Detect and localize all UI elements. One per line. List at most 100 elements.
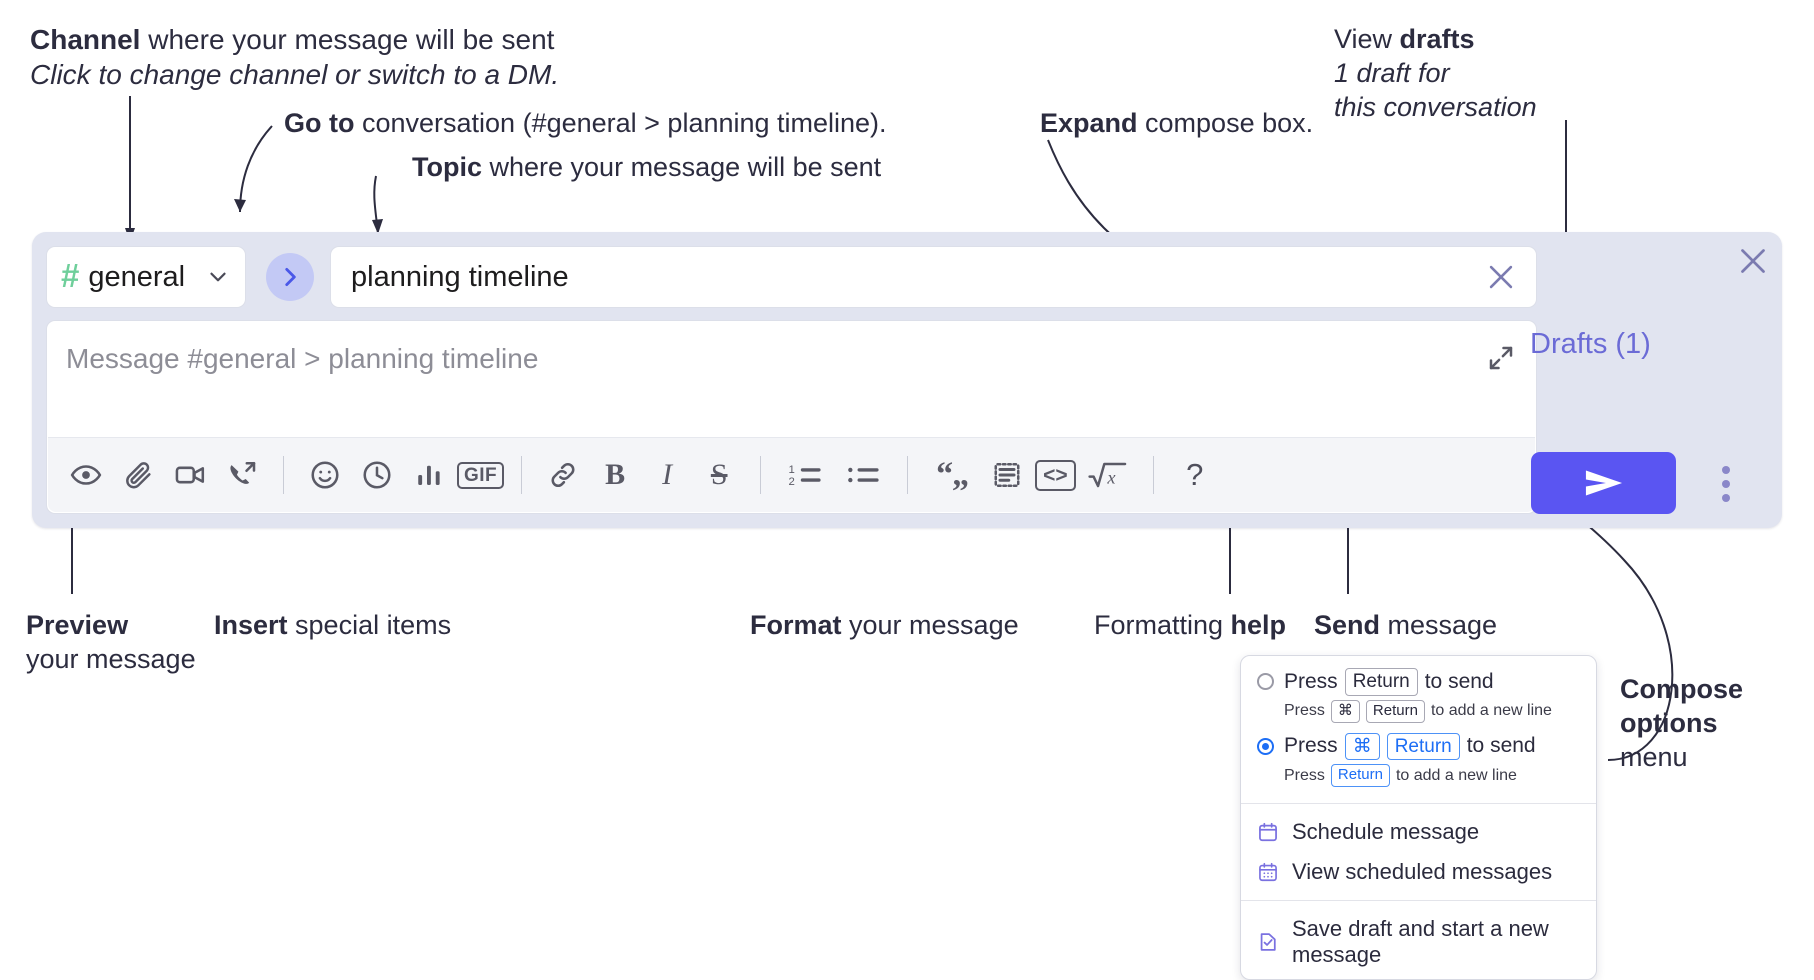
- send-option-command-return[interactable]: Press ⌘ Return to send: [1241, 731, 1596, 763]
- annotation-compose-options-line2: options: [1620, 708, 1718, 739]
- clock-icon[interactable]: [353, 451, 401, 499]
- code-icon[interactable]: <>: [1035, 451, 1076, 499]
- goto-conversation-button[interactable]: [266, 253, 314, 301]
- link-icon[interactable]: [539, 451, 587, 499]
- bold-icon[interactable]: B: [591, 451, 639, 499]
- expand-compose-icon[interactable]: [1480, 337, 1522, 379]
- blockquote-icon[interactable]: “„: [936, 456, 969, 493]
- annotation-send-rest: message: [1380, 610, 1498, 640]
- annotation-insert: Insert special items: [214, 608, 451, 642]
- preview-eye-icon[interactable]: [62, 451, 110, 499]
- menu-item-save-draft[interactable]: Save draft and start a new message: [1241, 909, 1596, 975]
- math-icon[interactable]: x: [1080, 451, 1136, 499]
- toolbar-divider: [283, 456, 284, 494]
- annotation-expand: Expand compose box.: [1040, 106, 1313, 140]
- annotation-preview-line2: your message: [26, 644, 196, 675]
- key-return: Return: [1344, 668, 1418, 696]
- compose-options-menu-button[interactable]: [1706, 460, 1746, 508]
- toolbar-divider: [521, 456, 523, 494]
- annotation-drafts-plain: View: [1334, 24, 1400, 54]
- annotation-format-rest: your message: [841, 610, 1019, 640]
- code-label: <>: [1035, 459, 1076, 491]
- menu-item-schedule-message[interactable]: Schedule message: [1241, 812, 1596, 852]
- menu-divider: [1241, 900, 1596, 901]
- bulleted-list-icon[interactable]: [836, 451, 890, 499]
- option-return-sub-prefix: Press: [1284, 702, 1325, 720]
- svg-text:2: 2: [789, 476, 795, 488]
- annotation-drafts-bold: drafts: [1399, 24, 1475, 54]
- annotation-channel-rest: where your message will be sent: [140, 24, 555, 55]
- emoji-icon[interactable]: [301, 451, 349, 499]
- video-camera-icon[interactable]: [166, 451, 214, 499]
- channel-selector[interactable]: # general: [46, 246, 246, 308]
- toolbar-divider: [907, 456, 909, 494]
- key-command: ⌘: [1330, 699, 1360, 723]
- key-return: Return: [1330, 764, 1390, 787]
- poll-bars-icon[interactable]: [405, 451, 453, 499]
- annotation-help-bold: help: [1230, 610, 1287, 640]
- italic-label: I: [662, 458, 673, 491]
- dot: [1722, 494, 1730, 502]
- key-return: Return: [1365, 699, 1425, 723]
- option-cmd-sub-suffix: to add a new line: [1395, 766, 1517, 784]
- italic-icon[interactable]: I: [643, 451, 691, 499]
- close-icon[interactable]: [1478, 254, 1524, 300]
- annotation-goto-rest: conversation (#general > planning timeli…: [354, 108, 887, 138]
- send-option-command-return-sub: Press Return to add a new line: [1241, 762, 1596, 795]
- attachment-paperclip-icon[interactable]: [114, 451, 162, 499]
- annotation-goto-bold: Go to: [284, 108, 355, 138]
- calendar-grid-icon: [1257, 861, 1279, 883]
- gif-label: GIF: [457, 461, 505, 489]
- option-return-prefix: Press: [1284, 669, 1338, 693]
- help-icon[interactable]: ?: [1171, 451, 1219, 499]
- send-button[interactable]: [1531, 452, 1676, 514]
- key-command: ⌘: [1344, 732, 1380, 761]
- message-placeholder: Message #general > planning timeline: [66, 343, 539, 374]
- annotation-help: Formatting help: [1094, 608, 1286, 642]
- send-option-return[interactable]: Press Return to send: [1241, 666, 1596, 698]
- compose-inner: # general planning timeline Message #gen…: [46, 246, 1537, 514]
- compose-header-row: # general planning timeline: [46, 246, 1537, 308]
- audio-clip-icon[interactable]: [218, 451, 266, 499]
- strikethrough-icon[interactable]: S: [695, 451, 743, 499]
- annotation-format: Format your message: [750, 608, 1019, 642]
- menu-item-label: Schedule message: [1292, 819, 1480, 844]
- menu-divider: [1241, 803, 1596, 804]
- annotation-topic-bold: Topic: [412, 152, 482, 182]
- chevron-right-icon: [277, 264, 303, 290]
- annotation-expand-rest: compose box.: [1137, 108, 1314, 138]
- annotation-channel-bold: Channel: [30, 24, 141, 55]
- annotation-send: Send message: [1314, 608, 1497, 642]
- annotation-help-plain: Formatting: [1094, 610, 1231, 640]
- calendar-icon: [1257, 821, 1279, 843]
- close-compose-icon[interactable]: [1730, 238, 1776, 284]
- toolbar-divider: [1152, 456, 1154, 494]
- option-cmd-prefix: Press: [1284, 734, 1338, 758]
- menu-item-view-scheduled-messages[interactable]: View scheduled messages: [1241, 852, 1596, 892]
- hash-icon: #: [61, 257, 80, 294]
- radio-selected-icon[interactable]: [1257, 737, 1274, 755]
- message-input-box[interactable]: Message #general > planning timeline: [46, 320, 1537, 514]
- option-return-suffix: to send: [1424, 669, 1494, 693]
- option-cmd-sub-prefix: Press: [1284, 766, 1325, 784]
- code-block-icon[interactable]: [983, 451, 1031, 499]
- topic-value: planning timeline: [351, 260, 569, 293]
- annotation-channel: Channel where your message will be sent …: [30, 22, 559, 93]
- help-label: ?: [1186, 457, 1204, 492]
- drafts-link[interactable]: Drafts (1): [1530, 328, 1651, 360]
- menu-item-label: Save draft and start a new message: [1292, 916, 1549, 967]
- gif-icon[interactable]: GIF: [457, 451, 505, 499]
- annotation-drafts: View drafts 1 draft for this conversatio…: [1334, 22, 1537, 124]
- annotation-insert-rest: special items: [287, 610, 452, 640]
- radio-unselected-icon[interactable]: [1257, 673, 1274, 691]
- option-cmd-suffix: to send: [1466, 734, 1536, 758]
- bold-label: B: [605, 458, 626, 491]
- svg-text:x: x: [1106, 467, 1116, 487]
- ordered-list-icon[interactable]: 1 2: [778, 451, 832, 499]
- annotation-drafts-italic-2: this conversation: [1334, 92, 1537, 123]
- annotation-preview: Preview your message: [26, 608, 196, 676]
- send-paper-plane-icon: [1581, 463, 1627, 503]
- svg-text:1: 1: [789, 464, 795, 476]
- dot: [1722, 480, 1730, 488]
- topic-field[interactable]: planning timeline: [330, 246, 1537, 308]
